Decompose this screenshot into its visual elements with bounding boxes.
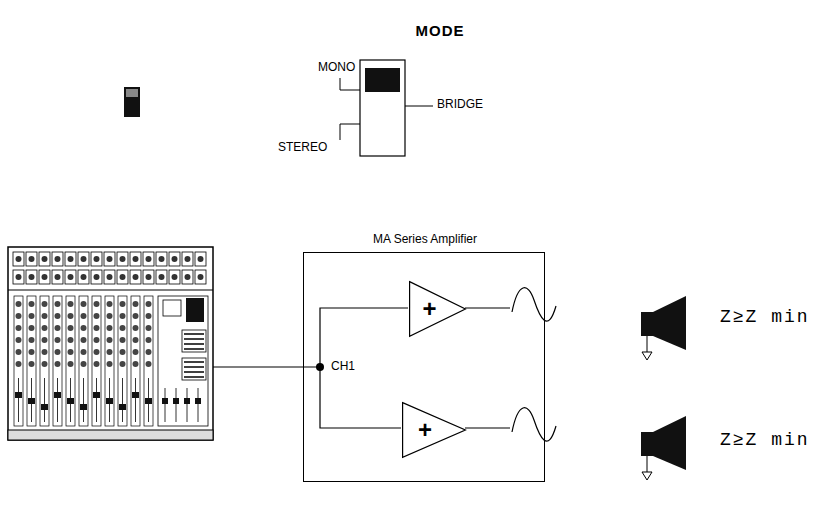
mode-label: BRIDGE [437,98,483,112]
switch-icon [124,87,140,117]
polarity-sign: + [418,418,432,442]
output-wire [465,427,510,428]
impedance-note: Z≥Z min [720,430,810,451]
output-wire [465,307,510,308]
speaker-symbol [641,416,686,480]
mode-label: MONO [318,61,355,75]
speaker-symbol [641,296,686,360]
triangle-outline [409,281,466,337]
mode-switch [360,60,405,156]
junction-dot [316,363,324,371]
triangle-outline [402,402,466,458]
panel-heading: MODE [416,22,465,39]
leader-line [405,106,433,107]
channel-label: CH1 [331,360,355,374]
signal-wire [320,308,408,428]
switch-lever [365,68,400,92]
amplifier-triangle: + [402,402,466,458]
amplifier-housing: MA Series Amplifier++ [303,252,545,482]
amplifier-triangle: + [409,281,466,337]
leader-line [340,78,360,90]
mode-label: STEREO [278,141,327,155]
sine-wave [512,288,556,321]
switch-icon [126,89,138,97]
impedance-note: Z≥Z min [720,307,810,328]
housing-heading: MA Series Amplifier [373,232,477,246]
mixer-illustration [8,247,213,440]
leader-line [340,124,360,140]
polarity-sign: + [423,297,437,321]
sine-wave [512,408,556,441]
